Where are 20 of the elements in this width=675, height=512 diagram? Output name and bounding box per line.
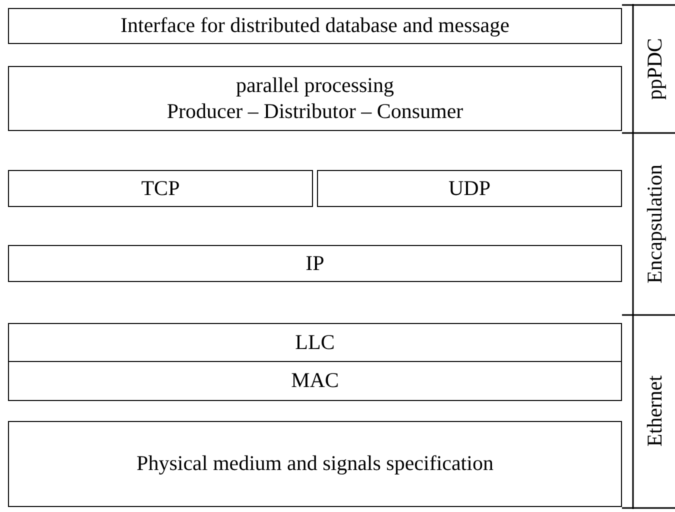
layer-label: parallel processing [236,73,394,98]
layer-label: UDP [448,176,490,202]
layer-label: Producer – Distributor – Consumer [166,98,464,124]
layer-label: IP [306,250,324,276]
group-label: ppPDC [642,38,668,100]
layer-label: LLC [295,330,335,356]
layer-box [8,8,622,44]
layer-box [8,66,622,131]
layer-label: TCP [141,176,180,202]
group-label: Encapsulation [642,164,668,284]
layer-box [8,245,622,282]
layer-box [8,323,622,362]
layer-box [8,421,622,507]
layer-box [8,362,622,401]
layer-box [317,170,622,207]
layer-box [8,170,313,207]
layer-label: MAC [291,368,339,394]
layer-label: Physical medium and signals specification [136,451,494,477]
group-label: Ethernet [642,375,668,447]
layer-label: Interface for distributed database and message [120,13,510,39]
